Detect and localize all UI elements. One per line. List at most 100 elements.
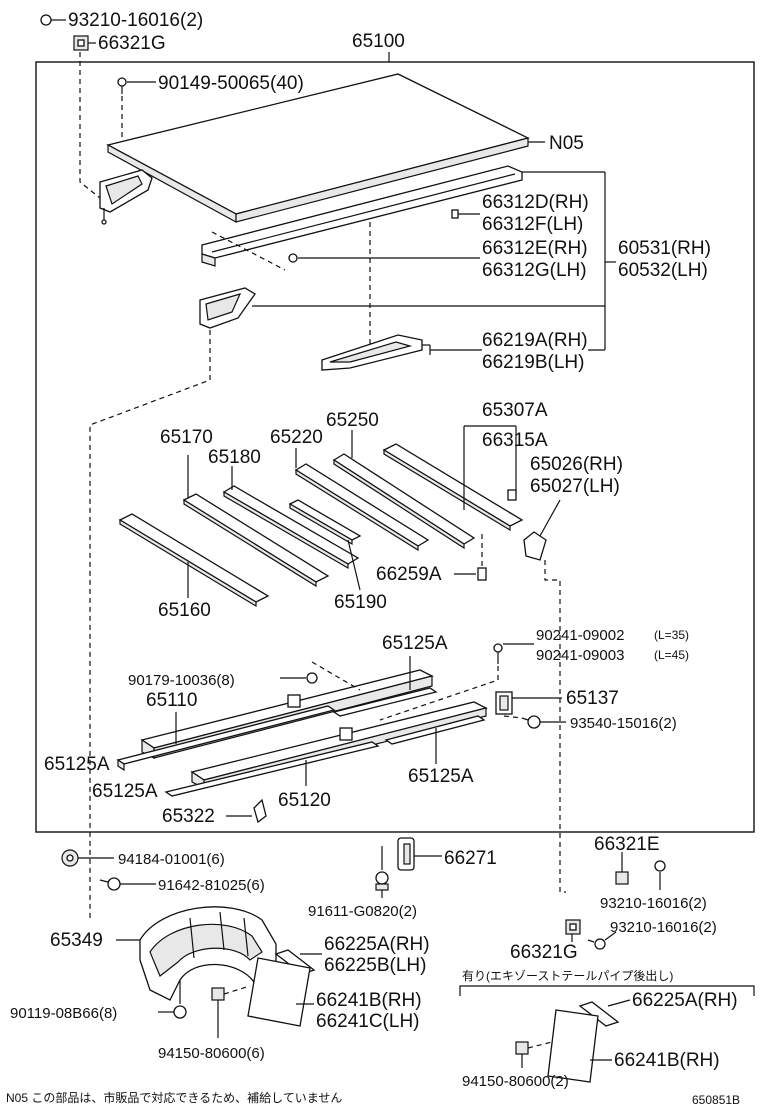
clip-65322-icon (253, 798, 267, 824)
clip-66321e-icon (615, 871, 629, 885)
label-93210-16016-top: 93210-16016(2) (68, 10, 203, 31)
clip-66321g-top-icon (73, 35, 89, 51)
screw-90149-icon (117, 77, 127, 94)
label-66225b-lh: 66225B(LH) (324, 955, 426, 976)
block-a-icon (287, 694, 301, 708)
bracket-66219-icon (321, 334, 423, 371)
cross-member-65250 (332, 453, 476, 550)
cross-member-65307a (382, 443, 524, 532)
label-65125a-right: 65125A (408, 766, 474, 787)
label-65026: 65026(RH) (530, 454, 623, 475)
label-65120: 65120 (278, 790, 331, 811)
mudflap-66241b-2 (547, 1009, 599, 1083)
bolt-93210-r1-icon (654, 860, 666, 872)
bracket-65026-icon (523, 531, 547, 561)
bracket-mid-left-icon (199, 287, 256, 329)
label-65307a: 65307A (482, 400, 548, 421)
label-65137: 65137 (566, 688, 619, 709)
label-66312f: 66312F(LH) (482, 214, 583, 235)
floor-strip-65125a-left (116, 705, 336, 772)
label-66312e: 66312E(RH) (482, 238, 588, 259)
cross-member-65170 (182, 493, 330, 588)
label-66271: 66271 (444, 848, 497, 869)
label-65322: 65322 (162, 806, 215, 827)
label-65125a-top: 65125A (382, 633, 448, 654)
label-65220: 65220 (270, 427, 323, 448)
label-91642-81025: 91642-81025(6) (158, 877, 265, 894)
label-65027: 65027(LH) (530, 476, 620, 497)
label-n05: N05 (549, 133, 584, 154)
label-66241b-rh-2: 66241B(RH) (614, 1050, 720, 1071)
nut-94150-2-icon (515, 1041, 529, 1055)
footnote-n05: N05 この部品は、市販品で対応できるため、補給していません (6, 1090, 342, 1105)
label-94150-80600-2: 94150-80600(2) (462, 1073, 569, 1090)
bolt-90241-icon (493, 643, 503, 664)
cross-member-65180 (222, 485, 360, 570)
label-66321e: 66321E (594, 834, 660, 855)
label-66241c-lh: 66241C(LH) (316, 1011, 420, 1032)
label-94184-01001: 94184-01001(6) (118, 851, 225, 868)
pin-66312d-icon (451, 209, 459, 219)
side-rail-60531 (201, 165, 523, 267)
label-60531: 60531(RH) (618, 238, 711, 259)
floor-strip-65125a-right (384, 715, 486, 745)
bolt-93210-r2-icon (587, 938, 606, 950)
bolt-91642-icon (99, 877, 121, 891)
label-66219a: 66219A(RH) (482, 330, 588, 351)
label-90119-08b66: 90119-08B66(8) (10, 1005, 117, 1022)
mudflap-66241 (247, 957, 311, 1027)
cover-panel-65100 (106, 73, 530, 224)
nut-90179-icon (306, 672, 318, 684)
label-66312g: 66312G(LH) (482, 260, 587, 281)
label-91611-g0820: 91611-G0820(2) (308, 903, 417, 920)
label-65190: 65190 (334, 592, 387, 613)
main-frame (35, 61, 755, 833)
label-65100: 65100 (352, 31, 405, 52)
label-l35: (L=35) (654, 628, 689, 642)
label-65250: 65250 (326, 410, 379, 431)
label-66241b-rh: 66241B(RH) (316, 990, 422, 1011)
label-94150-80600-6: 94150-80600(6) (158, 1045, 265, 1062)
label-66219b: 66219B(LH) (482, 352, 584, 373)
label-65125a-mid: 65125A (92, 781, 158, 802)
cross-member-65220 (294, 463, 430, 552)
diagram-code: 650851B (692, 1093, 740, 1107)
label-66225a-rh: 66225A(RH) (324, 934, 430, 955)
label-93540-15016: 93540-15016(2) (570, 715, 677, 732)
label-65160: 65160 (158, 600, 211, 621)
label-66321g-bot: 66321G (510, 942, 578, 963)
nut-94150-6-icon (211, 987, 225, 1001)
block-b-icon (339, 727, 353, 741)
label-l45: (L=45) (654, 648, 689, 662)
label-60532: 60532(LH) (618, 260, 708, 281)
spacer-66259a-icon (477, 567, 487, 581)
nut-66315a-icon (507, 489, 517, 501)
variant-bracket (459, 985, 755, 996)
cross-member-65190 (288, 499, 362, 546)
nut-94184-icon (61, 849, 79, 867)
label-66225a-rh-2: 66225A(RH) (632, 990, 738, 1011)
label-90241-09003: 90241-09003 (536, 647, 624, 664)
floor-strip-65125a-mid (164, 741, 380, 797)
clip-66321g-bot-icon (565, 919, 581, 935)
label-90241-09002: 90241-09002 (536, 627, 624, 644)
pin-66312e-icon (288, 253, 298, 263)
label-66312d: 66312D(RH) (482, 192, 589, 213)
label-66259a: 66259A (376, 564, 442, 585)
leader-dash-topleft (79, 52, 101, 199)
bolt-91611-icon (375, 846, 389, 891)
hinge-bracket-left-icon (99, 169, 153, 225)
label-66321g-top: 66321G (98, 33, 166, 54)
bolt-93210-top-icon (40, 14, 60, 26)
bolt-93540-icon (521, 715, 541, 729)
label-90179-10036: 90179-10036(8) (128, 672, 235, 689)
label-exhaust-variant: 有り(エキゾーストテールパイプ後出し) (462, 969, 673, 983)
label-93210-16016-r1: 93210-16016(2) (600, 895, 707, 912)
label-65180: 65180 (208, 447, 261, 468)
label-65110: 65110 (146, 690, 197, 711)
label-65349: 65349 (50, 930, 103, 951)
label-93210-16016-r2: 93210-16016(2) (610, 919, 717, 936)
label-65125a-left: 65125A (44, 754, 110, 775)
floor-strip-65125a-top (332, 687, 438, 717)
